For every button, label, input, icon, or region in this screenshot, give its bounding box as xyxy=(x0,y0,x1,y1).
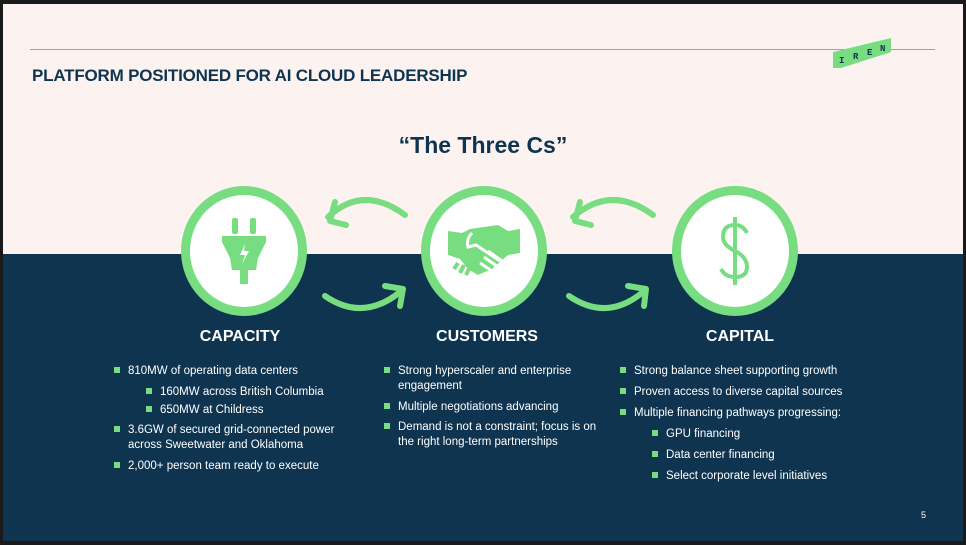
list-item: Multiple financing pathways progressing: xyxy=(620,406,894,421)
capacity-circle xyxy=(181,186,307,316)
list-item: 3.6GW of secured grid-connected power ac… xyxy=(114,423,363,453)
arrow-left-bottom xyxy=(322,289,403,311)
header-rule xyxy=(30,49,935,50)
cycle-arrows xyxy=(322,197,656,311)
slide: I R E N PLATFORM POSITIONED FOR AI CLOUD… xyxy=(3,4,963,541)
dollar-icon xyxy=(719,217,750,285)
list-item: Demand is not a constraint; focus is on … xyxy=(384,420,603,450)
capacity-heading: CAPACITY xyxy=(199,328,281,345)
customers-heading: CUSTOMERS xyxy=(436,328,538,345)
list-item: 160MW across British Columbia xyxy=(146,385,360,400)
plug-icon xyxy=(222,218,266,284)
list-item: Select corporate level initiatives xyxy=(652,469,896,484)
page-number: 5 xyxy=(921,510,927,520)
list-item: Strong balance sheet supporting growth xyxy=(620,364,894,379)
arrow-right-top xyxy=(570,197,656,220)
list-item: 810MW of operating data centers xyxy=(114,364,348,379)
handshake-icon xyxy=(448,225,520,276)
arrow-right-bottom xyxy=(566,289,646,311)
customers-circle xyxy=(421,186,547,316)
arrow-left-top xyxy=(325,197,408,220)
capital-circle xyxy=(672,186,798,316)
list-item: GPU financing xyxy=(652,427,896,442)
svg-text:I: I xyxy=(839,56,844,66)
list-item: 650MW at Childress xyxy=(146,403,360,418)
page-title: PLATFORM POSITIONED FOR AI CLOUD LEADERS… xyxy=(32,66,468,85)
subtitle: “The Three Cs” xyxy=(398,132,568,158)
iren-logo: I R E N xyxy=(833,38,891,68)
list-item: 2,000+ person team ready to execute xyxy=(114,459,363,474)
list-item: Strong hyperscaler and enterprise engage… xyxy=(384,364,603,394)
svg-text:R: R xyxy=(853,52,859,62)
list-item: Data center financing xyxy=(652,448,896,463)
svg-text:E: E xyxy=(867,48,873,58)
list-item: Multiple negotiations advancing xyxy=(384,400,603,415)
capital-heading: CAPITAL xyxy=(705,328,775,345)
list-item: Proven access to diverse capital sources xyxy=(620,385,894,400)
svg-text:N: N xyxy=(880,44,885,54)
